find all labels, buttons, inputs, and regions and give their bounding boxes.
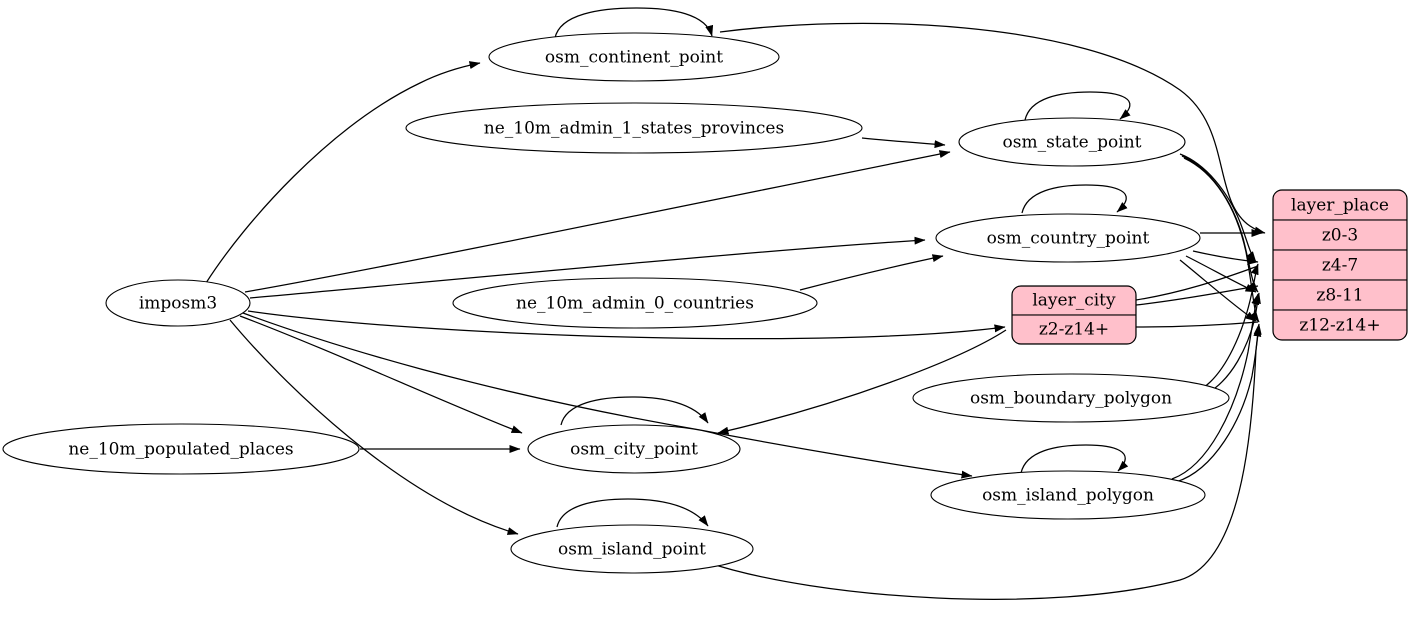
layer_city-row-1-label: z2-z14+ [1039, 320, 1109, 340]
edge-osm_country_point-layer_place-z8-11 [1185, 255, 1257, 293]
layer_place-row-3-label: z8-11 [1316, 286, 1363, 306]
node-ne_10m_admin_0_countries[interactable]: ne_10m_admin_0_countries [452, 277, 818, 329]
node-osm_country_point[interactable]: osm_country_point [935, 213, 1201, 263]
node-imposm3[interactable]: imposm3 [105, 279, 251, 327]
edge-imposm3-osm_island_polygon [242, 312, 973, 479]
layer_place-row-2-label: z4-7 [1322, 256, 1358, 276]
edge-imposm3-osm_city_point [239, 315, 523, 434]
edge-imposm3-osm_island_point [229, 319, 519, 535]
layer_place-row-4-label: z12-z14+ [1299, 316, 1380, 336]
node-osm_boundary_polygon[interactable]: osm_boundary_polygon [912, 373, 1230, 423]
node-ne_10m_admin_0_countries-label: ne_10m_admin_0_countries [516, 294, 754, 314]
edge-selfloop-osm_city_point [560, 396, 709, 426]
edge-osm_city_point-layer_city-z2-z14 [717, 329, 1007, 435]
edge-layer_city-bundle-a [1135, 265, 1259, 301]
node-osm_city_point[interactable]: osm_city_point [527, 424, 741, 474]
edge-layer_city-bundle-b [1135, 285, 1259, 306]
node-ne_10m_admin_1_states_provinces-label: ne_10m_admin_1_states_provinces [484, 119, 784, 139]
layer_city-row-0-label: layer_city [1032, 291, 1116, 311]
edge-layer_city-bundle-c [1135, 321, 1259, 328]
edge-osm_continent_point-layer_place-z0-3 [719, 22, 1266, 235]
node-ne_10m_populated_places-label: ne_10m_populated_places [68, 440, 293, 460]
layer_city-row-1-cell[interactable] [1012, 314, 1136, 344]
node-osm_country_point-label: osm_country_point [987, 229, 1150, 249]
layer_city-outline [1011, 285, 1137, 345]
node-osm_state_point-label: osm_state_point [1003, 133, 1142, 153]
node-osm_island_polygon-label: osm_island_polygon [982, 486, 1154, 506]
layer_place-outline [1272, 189, 1408, 341]
edge-ne_states-osm_state_point [861, 137, 946, 149]
edge-imposm3-osm_country_point [249, 236, 926, 299]
edge-selfloop-osm_state_point [1024, 91, 1131, 121]
node-osm_island_polygon[interactable]: osm_island_polygon [930, 470, 1206, 520]
edge-imposm3-osm_state_point [244, 150, 951, 293]
node-osm_state_point[interactable]: osm_state_point [958, 117, 1186, 167]
node-layer_place[interactable]: layer_place z0-3 z4-7 z8-11 z12-z14+ [1272, 189, 1408, 341]
layer_place-row-4-cell[interactable] [1273, 309, 1407, 340]
node-ne_10m_populated_places[interactable]: ne_10m_populated_places [2, 423, 360, 475]
edge-osm_country_point-layer_place-z12-z14 [1179, 259, 1257, 322]
edge-osm_country_point-layer_place-z4-7 [1192, 250, 1259, 265]
edge-ne_countries-osm_country_point [799, 254, 944, 291]
layer_place-row-2-cell[interactable] [1273, 249, 1407, 281]
edge-imposm3-layer_city [247, 310, 1006, 340]
node-layer_city[interactable]: layer_city z2-z14+ [1011, 285, 1137, 345]
edge-selfloop-osm_continent_point [554, 7, 714, 39]
edge-osm_island_polygon-layer_place-z8-11 [1171, 293, 1260, 480]
edge-selfloop-osm_island_point [556, 498, 709, 528]
edge-osm_state_point-layer_place-z4-7 [1179, 153, 1257, 263]
edge-osm_island_point-layer_place-z12-z14 [705, 325, 1262, 600]
layer_place-row-1-cell[interactable] [1273, 219, 1407, 251]
node-osm_boundary_polygon-label: osm_boundary_polygon [970, 389, 1172, 409]
node-osm_island_point-label: osm_island_point [558, 540, 706, 560]
node-osm_city_point-label: osm_city_point [570, 440, 698, 460]
node-ne_10m_admin_1_states_provinces[interactable]: ne_10m_admin_1_states_provinces [405, 102, 863, 154]
node-osm_continent_point[interactable]: osm_continent_point [488, 32, 780, 82]
edge-layer [205, 7, 1266, 600]
node-osm_island_point[interactable]: osm_island_point [510, 524, 754, 574]
edge-osm_boundary_polygon-layer_place-z4-7 [1199, 263, 1259, 391]
node-imposm3-label: imposm3 [139, 294, 217, 314]
node-layer: imposm3 ne_10m_admin_1_states_provinces … [2, 32, 1408, 574]
edge-imposm3-osm_continent_point [205, 61, 481, 284]
layer_place-row-0-label: layer_place [1291, 196, 1389, 216]
edge-selfloop-osm_island_polygon [1020, 444, 1129, 474]
layer_place-row-1-label: z0-3 [1322, 226, 1358, 246]
node-osm_continent_point-label: osm_continent_point [545, 48, 723, 68]
edge-selfloop-osm_country_point [1021, 184, 1128, 214]
